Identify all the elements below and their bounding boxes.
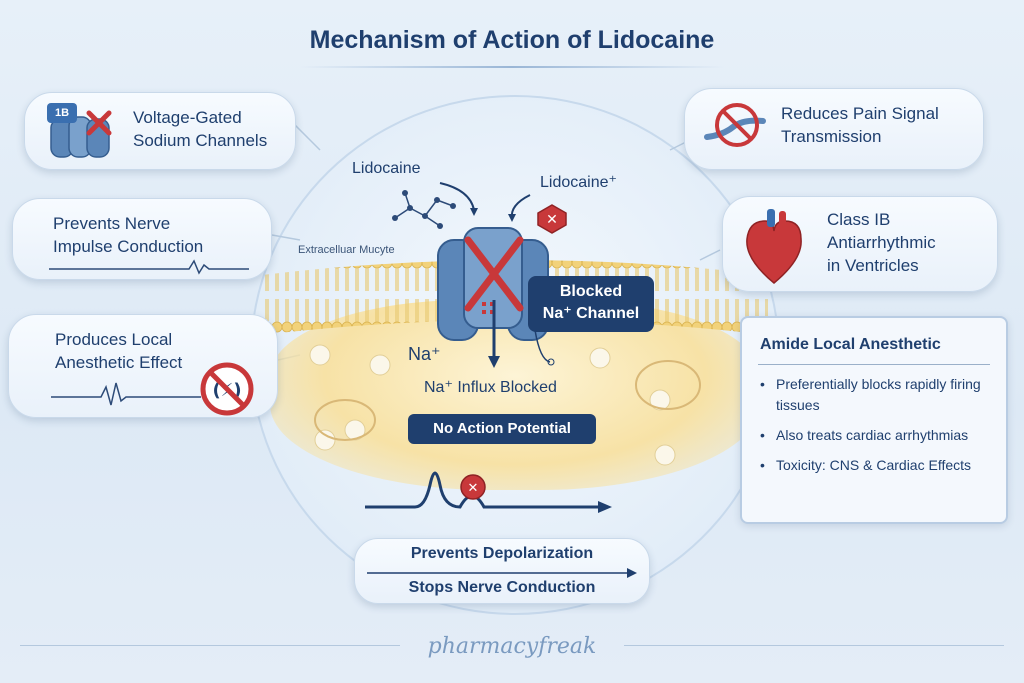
svg-text:✕: ✕	[546, 212, 558, 228]
lidocaine-label: Lidocaine	[352, 160, 421, 177]
info-divider	[758, 364, 990, 365]
card-reduces-pain-signal: Reduces Pain Signal Transmission	[684, 88, 984, 170]
no-action-potential-badge: No Action Potential	[408, 414, 596, 444]
card-voltage-gated-channels: 1B Voltage-Gated Sodium Channels	[24, 92, 296, 170]
list-item: Preferentially blocks rapidly firing tis…	[760, 374, 996, 416]
title-divider	[300, 66, 724, 68]
info-heading: Amide Local Anesthetic	[760, 336, 941, 353]
block-badge-icon: ✕	[537, 204, 567, 234]
heart-icon	[746, 209, 802, 284]
bottom-line1: Prevents Depolarization	[410, 545, 594, 562]
arrow-icon	[367, 568, 637, 578]
list-item: Toxicity: CNS & Cardiac Effects	[760, 455, 996, 476]
influx-blocked-label: Na⁺ Influx Blocked	[424, 379, 557, 396]
nerve-block-icon	[704, 103, 766, 147]
svg-text:✕: ✕	[468, 481, 479, 496]
card-line2: Impulse Conduction	[53, 236, 204, 256]
sodium-ion-label: Na⁺	[408, 344, 441, 364]
nerve-signal-wave	[49, 259, 249, 275]
brand-logo: pharmacyfreak	[427, 634, 597, 659]
extracellular-label: Extracelluar Mucyte	[298, 244, 395, 256]
card-line1: Produces Local	[55, 330, 173, 349]
action-potential-trace	[365, 471, 612, 513]
page-title: Mechanism of Action of Lidocaine	[309, 26, 715, 54]
class-badge: 1B	[47, 103, 77, 123]
no-pain-icon: (⚡)	[200, 362, 254, 416]
info-list: Preferentially blocks rapidly firing tis…	[760, 374, 996, 485]
list-item: Also treats cardiac arrhythmias	[760, 425, 996, 446]
nerve-signal-wave	[51, 382, 201, 406]
card-line2: Antiarrhythmic	[827, 232, 936, 252]
sodium-channel-icon	[50, 110, 112, 158]
card-line2: Sodium Channels	[133, 130, 268, 150]
card-line1: Prevents Nerve	[53, 214, 171, 233]
card-class-ib-antiarrhythmic: Class IB Antiarrhythmic in Ventricles	[722, 196, 998, 292]
blocked-line2: Na⁺ Channel	[542, 305, 640, 322]
blocked-line1: Blocked	[559, 283, 623, 300]
blocked-signal-icon: ✕	[460, 474, 486, 500]
card-line1: Class IB	[827, 210, 891, 229]
card-line1: Voltage-Gated	[133, 108, 242, 127]
card-line2: Transmission	[781, 126, 882, 146]
card-line2: Anesthetic Effect	[55, 352, 183, 372]
footer-rule-right	[624, 645, 1004, 646]
footer-rule-left	[20, 645, 400, 646]
sodium-channel-icon	[437, 227, 549, 341]
card-line3: in Ventricles	[827, 255, 919, 275]
lidocaine-ion-label: Lidocaine⁺	[540, 174, 617, 191]
card-prevents-depolarization: Prevents Depolarization Stops Nerve Cond…	[354, 538, 650, 604]
bottom-line2: Stops Nerve Conduction	[408, 579, 596, 596]
card-produces-local-anesthetic: Produces Local Anesthetic Effect (⚡)	[8, 314, 278, 418]
card-prevents-nerve-impulse: Prevents Nerve Impulse Conduction	[12, 198, 272, 280]
blocked-channel-badge: Blocked Na⁺ Channel	[528, 276, 654, 332]
card-line1: Reduces Pain Signal	[781, 104, 939, 123]
lidocaine-molecule-icon	[392, 190, 456, 229]
amide-anesthetic-info-box: Amide Local Anesthetic Preferentially bl…	[740, 316, 1008, 524]
